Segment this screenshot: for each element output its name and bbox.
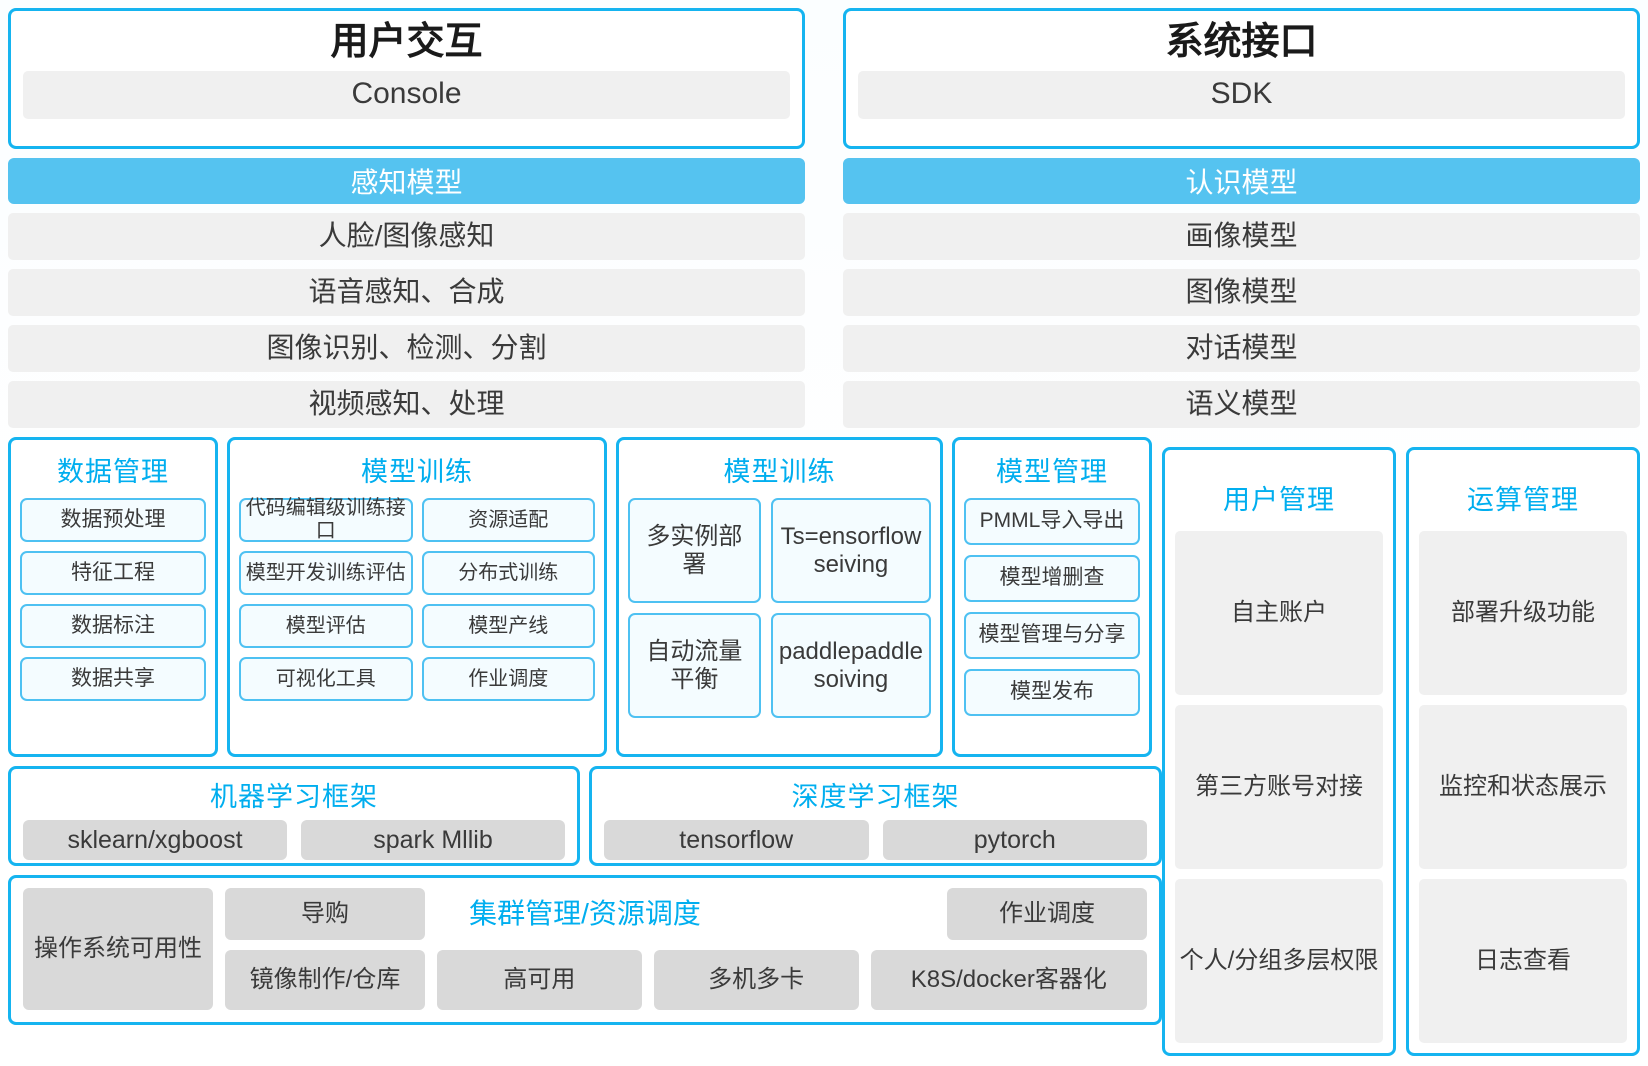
chip-distributed-training[interactable]: 分布式训练 — [421, 551, 595, 595]
chip-os-availability[interactable]: 操作系统可用性 — [23, 888, 213, 1010]
chip-tensorflow[interactable]: tensorflow — [604, 820, 869, 860]
panel-dl-framework: 深度学习框架 tensorflow pytorch — [589, 766, 1162, 866]
panel-data-management: 数据管理 数据预处理 特征工程 数据标注 数据共享 — [8, 437, 218, 757]
chip-data-sharing[interactable]: 数据共享 — [20, 657, 206, 701]
chip-model-dev-training-eval[interactable]: 模型开发训练评估 — [239, 551, 413, 595]
chip-pytorch[interactable]: pytorch — [882, 820, 1147, 860]
band-header-perception[interactable]: 感知模型 — [8, 158, 805, 204]
chip-data-annotation[interactable]: 数据标注 — [20, 604, 206, 648]
panel-title-compute-management: 运算管理 — [1467, 485, 1579, 515]
panel-user-management: 用户管理 自主账户 第三方账号对接 个人/分组多层权限 — [1162, 447, 1396, 1056]
band-item-image-recognition-detection-segmentation[interactable]: 图像识别、检测、分割 — [8, 325, 805, 372]
panel-title-dl-framework: 深度学习框架 — [791, 782, 960, 812]
band-header-cognition[interactable]: 认识模型 — [843, 158, 1640, 204]
chip-image-build-registry[interactable]: 镜像制作/仓库 — [225, 950, 425, 1010]
band-item-semantic-model[interactable]: 语义模型 — [843, 381, 1640, 428]
band-item-face-image-perception[interactable]: 人脸/图像感知 — [8, 213, 805, 260]
framework-row: 机器学习框架 sklearn/xgboost spark Mllib 深度学习框… — [8, 766, 1162, 866]
panel-model-training-left: 模型训练 代码编辑级训练接口 资源适配 模型开发训练评估 分布式训练 模型评估 … — [227, 437, 607, 757]
right-tall-stack: 用户管理 自主账户 第三方账号对接 个人/分组多层权限 运算管理 部署升级功能 … — [1162, 447, 1640, 1056]
panel-title-ml-framework: 机器学习框架 — [210, 782, 378, 812]
chip-model-manage-share[interactable]: 模型管理与分享 — [964, 612, 1140, 659]
panel-title-data-management: 数据管理 — [57, 457, 169, 487]
chip-deploy-upgrade-function[interactable]: 部署升级功能 — [1419, 531, 1627, 695]
cluster-inner: 操作系统可用性 导购 作业调度 镜像制作/仓库 高可用 多机多卡 K8S/doc… — [23, 888, 1148, 1010]
band-item-speech-perception-synthesis[interactable]: 语音感知、合成 — [8, 269, 805, 316]
model-bands-row: 感知模型 人脸/图像感知 语音感知、合成 图像识别、检测、分割 视频感知、处理 … — [8, 158, 1640, 428]
chip-feature-engineering[interactable]: 特征工程 — [20, 551, 206, 595]
cluster-right-group: 导购 作业调度 镜像制作/仓库 高可用 多机多卡 K8S/docker客器化 — [225, 888, 1148, 1010]
card-user-interaction[interactable]: 用户交互 Console — [8, 8, 805, 149]
chip-guide-purchase[interactable]: 导购 — [225, 888, 425, 940]
band-item-video-perception-processing[interactable]: 视频感知、处理 — [8, 381, 805, 428]
panel-title-model-management: 模型管理 — [996, 457, 1108, 487]
cluster-top-items: 导购 作业调度 — [225, 888, 1147, 940]
panel-ml-framework: 机器学习框架 sklearn/xgboost spark Mllib — [8, 766, 580, 866]
band-item-image-model[interactable]: 图像模型 — [843, 269, 1640, 316]
band-item-dialogue-model[interactable]: 对话模型 — [843, 325, 1640, 372]
card-title-user-interaction: 用户交互 — [330, 21, 483, 63]
card-system-interface[interactable]: 系统接口 SDK — [843, 8, 1640, 149]
top-row: 用户交互 Console 系统接口 SDK — [8, 8, 1640, 149]
card-item-sdk[interactable]: SDK — [858, 70, 1625, 119]
panel-title-user-management: 用户管理 — [1223, 485, 1335, 515]
chip-resource-adaptation[interactable]: 资源适配 — [421, 498, 595, 542]
chip-pmml-import-export[interactable]: PMML导入导出 — [964, 498, 1140, 545]
chip-high-availability[interactable]: 高可用 — [437, 950, 642, 1010]
ml-framework-items: sklearn/xgboost spark Mllib — [23, 820, 565, 860]
card-title-system-interface: 系统接口 — [1165, 21, 1318, 63]
chip-third-party-account-integration[interactable]: 第三方账号对接 — [1175, 705, 1383, 869]
chip-data-preprocessing[interactable]: 数据预处理 — [20, 498, 206, 542]
chip-spark-mllib[interactable]: spark Mllib — [301, 820, 565, 860]
chip-code-edit-training-interface[interactable]: 代码编辑级训练接口 — [239, 497, 413, 542]
cluster-bottom-items: 镜像制作/仓库 高可用 多机多卡 K8S/docker客器化 — [225, 950, 1148, 1010]
chip-personal-group-multilevel-permissions[interactable]: 个人/分组多层权限 — [1175, 879, 1383, 1043]
middle-left-group: 数据管理 数据预处理 特征工程 数据标注 数据共享 模型训练 代码编辑级训练接口… — [8, 437, 1162, 757]
band-perception-model: 感知模型 人脸/图像感知 语音感知、合成 图像识别、检测、分割 视频感知、处理 — [8, 158, 805, 428]
chip-model-crud[interactable]: 模型增删查 — [964, 555, 1140, 602]
panel-title-model-training-right: 模型训练 — [723, 457, 836, 487]
dl-framework-items: tensorflow pytorch — [604, 820, 1147, 860]
chip-k8s-docker-containerization[interactable]: K8S/docker客器化 — [870, 950, 1148, 1010]
band-item-portrait-model[interactable]: 画像模型 — [843, 213, 1640, 260]
chip-model-production-line[interactable]: 模型产线 — [421, 604, 595, 648]
model-training-right-grid: 多实例部署 Ts=ensorflow seiving 自动流量平衡 paddle… — [628, 498, 931, 718]
card-item-console[interactable]: Console — [23, 70, 790, 119]
chip-visualization-tools[interactable]: 可视化工具 — [239, 657, 413, 701]
chip-multi-instance-deployment[interactable]: 多实例部署 — [628, 498, 761, 603]
panel-compute-management: 运算管理 部署升级功能 监控和状态展示 日志查看 — [1406, 447, 1640, 1056]
panel-title-cluster-management: 集群管理/资源调度 — [469, 898, 701, 929]
chip-log-viewing[interactable]: 日志查看 — [1419, 879, 1627, 1043]
chip-sklearn-xgboost[interactable]: sklearn/xgboost — [23, 820, 287, 860]
chip-paddlepaddle-serving[interactable]: paddlepaddle soiving — [770, 613, 931, 718]
panel-cluster-management: 集群管理/资源调度 操作系统可用性 导购 作业调度 镜像制作/仓库 高可用 多机… — [8, 875, 1162, 1025]
panel-model-training-right: 模型训练 多实例部署 Ts=ensorflow seiving 自动流量平衡 p… — [616, 437, 943, 757]
chip-self-service-account[interactable]: 自主账户 — [1175, 531, 1383, 695]
middle-section: 数据管理 数据预处理 特征工程 数据标注 数据共享 模型训练 代码编辑级训练接口… — [8, 437, 1640, 757]
panel-model-management: 模型管理 PMML导入导出 模型增删查 模型管理与分享 模型发布 — [952, 437, 1152, 757]
panel-title-model-training-left: 模型训练 — [361, 457, 473, 487]
chip-multi-machine-multi-card[interactable]: 多机多卡 — [653, 950, 859, 1010]
chip-job-scheduling[interactable]: 作业调度 — [421, 657, 595, 701]
chip-cluster-job-scheduling[interactable]: 作业调度 — [947, 888, 1147, 940]
chip-monitoring-status-display[interactable]: 监控和状态展示 — [1419, 705, 1627, 869]
chip-model-evaluation[interactable]: 模型评估 — [239, 604, 413, 648]
chip-tensorflow-serving[interactable]: Ts=ensorflow seiving — [770, 498, 931, 603]
model-training-left-grid: 代码编辑级训练接口 资源适配 模型开发训练评估 分布式训练 模型评估 模型产线 … — [239, 497, 595, 701]
chip-model-publish[interactable]: 模型发布 — [964, 669, 1140, 716]
band-cognition-model: 认识模型 画像模型 图像模型 对话模型 语义模型 — [843, 158, 1640, 428]
chip-auto-traffic-balancing[interactable]: 自动流量平衡 — [628, 613, 761, 718]
